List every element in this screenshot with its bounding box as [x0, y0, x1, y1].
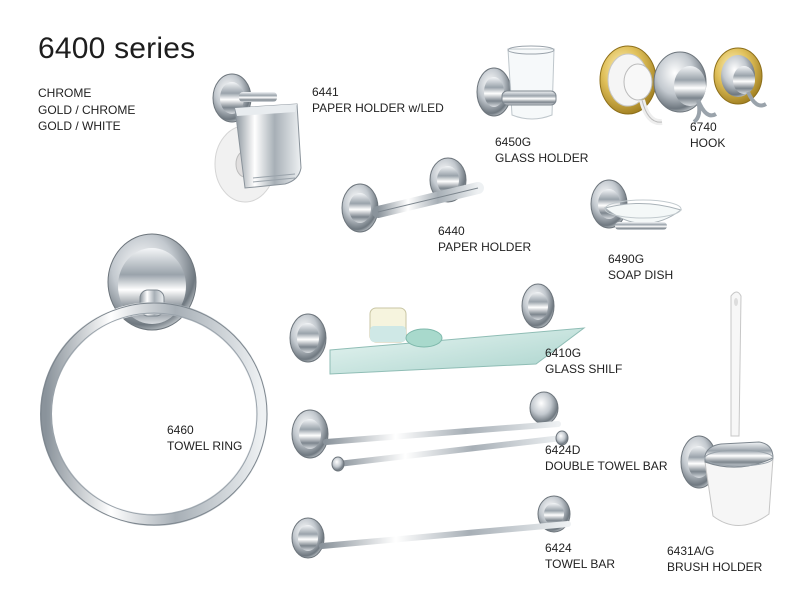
- product-label: 6490G SOAP DISH: [608, 251, 673, 283]
- product-name: GLASS SHILF: [545, 362, 623, 376]
- product-code: 6490G: [608, 252, 645, 266]
- product-code: 6410G: [545, 346, 582, 360]
- product-code: 6460: [167, 423, 194, 437]
- double-towel-bar-image: [291, 391, 569, 472]
- finish-item: CHROME: [38, 86, 92, 100]
- product-label: 6740 HOOK: [690, 119, 725, 151]
- product-name: SOAP DISH: [608, 268, 674, 282]
- paper-holder-image: [341, 157, 484, 233]
- product-code: 6450G: [495, 135, 532, 149]
- product-name: HOOK: [690, 136, 726, 150]
- product-name: BRUSH HOLDER: [667, 560, 763, 574]
- product-label: 6431A/G BRUSH HOLDER: [667, 543, 762, 575]
- product-label: 6440 PAPER HOLDER: [438, 223, 531, 255]
- finish-item: GOLD / WHITE: [38, 119, 121, 133]
- brush-holder-image: [680, 291, 774, 526]
- product-code: 6431A/G: [667, 544, 715, 558]
- finish-item: GOLD / CHROME: [38, 102, 136, 117]
- product-name: PAPER HOLDER w/LED: [312, 101, 444, 115]
- product-name: TOWEL RING: [167, 439, 243, 453]
- product-code: 6740: [690, 120, 717, 134]
- product-code: 6440: [438, 224, 465, 238]
- towel-bar-image: [291, 495, 571, 559]
- product-label: 6424 TOWEL BAR: [545, 540, 615, 572]
- product-code: 6441: [312, 85, 339, 99]
- page-title: 6400 series: [38, 32, 196, 65]
- product-label: 6450G GLASS HOLDER: [495, 134, 588, 166]
- product-name: PAPER HOLDER: [438, 240, 532, 254]
- product-label: 6424D DOUBLE TOWEL BAR: [545, 442, 667, 474]
- soap-dish-image: [590, 179, 683, 230]
- paper-holder-led-image: [212, 73, 302, 203]
- glass-shelf-image: [289, 283, 586, 375]
- towel-ring-image: [40, 233, 268, 526]
- product-name: GLASS HOLDER: [495, 151, 589, 165]
- product-label: 6410G GLASS SHILF: [545, 345, 622, 377]
- hook-image: [599, 45, 768, 126]
- product-label: 6460 TOWEL RING: [167, 422, 242, 454]
- product-label: 6441 PAPER HOLDER w/LED: [312, 84, 444, 116]
- product-name: TOWEL BAR: [545, 557, 616, 571]
- glass-holder-image: [476, 45, 557, 120]
- product-name: DOUBLE TOWEL BAR: [545, 459, 668, 473]
- product-code: 6424D: [545, 443, 581, 457]
- finish-list: CHROME GOLD / CHROME GOLD / WHITE: [38, 85, 135, 135]
- product-code: 6424: [545, 541, 572, 555]
